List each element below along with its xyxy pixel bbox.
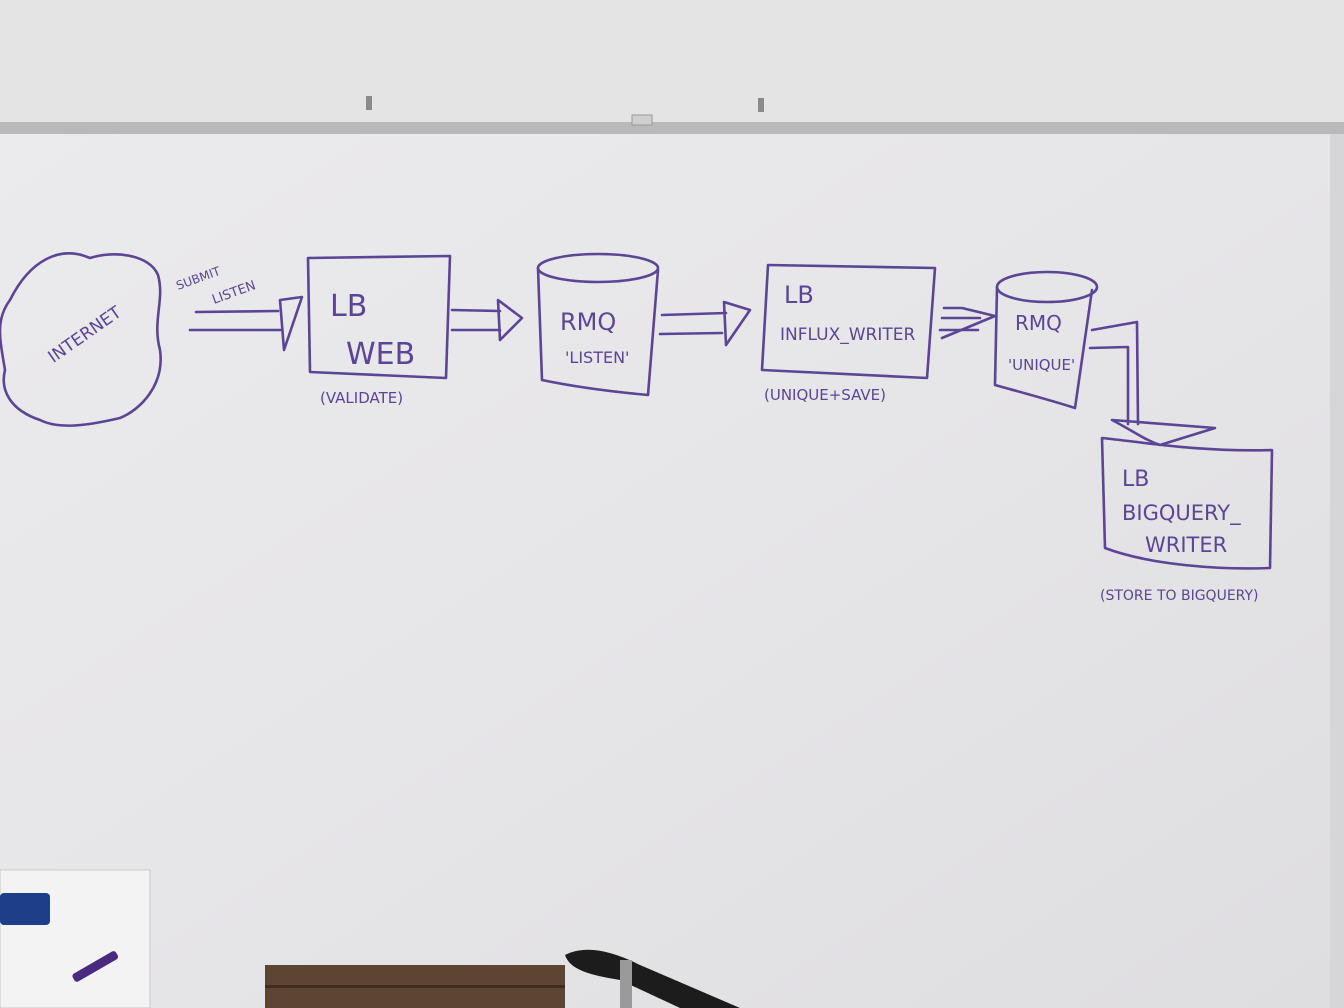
- lb-web-box: LB WEB (VALIDATE): [306, 254, 452, 407]
- arrow-influx-to-rmq: [938, 306, 997, 340]
- rmq-listen-line2: 'LISTEN': [565, 348, 629, 367]
- frame-clip: [631, 114, 653, 126]
- rmq-listen-line1: RMQ: [560, 308, 616, 336]
- lb-web-line2: WEB: [346, 337, 415, 372]
- lb-influx-writer-box: LB INFLUX_WRITER (UNIQUE+SAVE): [760, 263, 937, 404]
- marker: [72, 951, 119, 982]
- scooter-handle: [565, 949, 740, 1008]
- lb-bigquery-writer-box: LB BIGQUERY_ WRITER (STORE TO BIGQUERY): [1100, 436, 1274, 604]
- whiteboard-frame: [0, 122, 1344, 134]
- wall: [0, 0, 1344, 130]
- lb-influx-line2: INFLUX_WRITER: [780, 325, 915, 345]
- rmq-unique-line2: 'UNIQUE': [1008, 356, 1075, 374]
- eraser: [0, 893, 50, 925]
- wall-hook: [366, 96, 372, 110]
- rmq-unique-line1: RMQ: [1015, 311, 1062, 335]
- lb-influx-line1: LB: [784, 281, 814, 309]
- lb-web-note: (VALIDATE): [320, 389, 403, 407]
- lb-bigquery-line2: BIGQUERY_: [1122, 501, 1241, 526]
- wall-hook: [758, 98, 764, 112]
- crate-slat: [265, 985, 565, 988]
- rmq-listen-queue: RMQ 'LISTEN': [536, 252, 660, 397]
- lb-influx-note: (UNIQUE+SAVE): [764, 386, 886, 404]
- lb-bigquery-line3: WRITER: [1145, 533, 1227, 557]
- lb-web-line1: LB: [330, 289, 367, 324]
- lb-bigquery-line1: LB: [1122, 467, 1149, 492]
- rmq-unique-queue: RMQ 'UNIQUE': [993, 270, 1099, 410]
- arrow-web-to-rmq: [450, 298, 524, 342]
- cabinet: [0, 869, 151, 1008]
- lb-bigquery-note: (STORE TO BIGQUERY): [1100, 588, 1259, 604]
- whiteboard-frame-right: [1330, 134, 1344, 1008]
- scooter-stem: [620, 960, 632, 1008]
- whiteboard-surface: [0, 134, 1344, 1008]
- arrow-rmq-to-influx: [658, 300, 752, 347]
